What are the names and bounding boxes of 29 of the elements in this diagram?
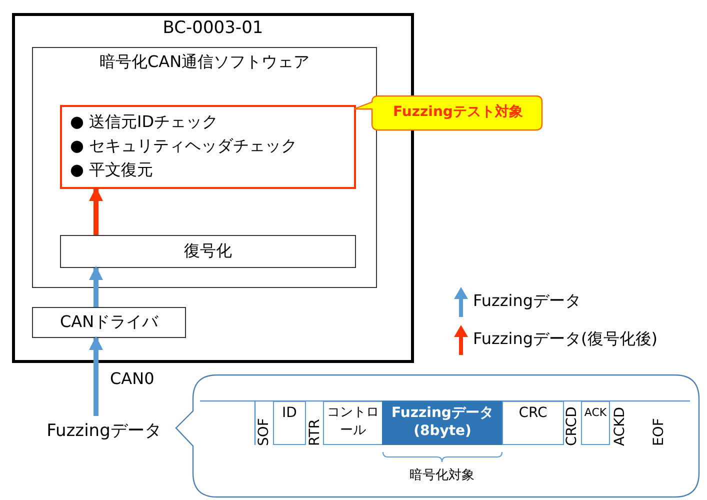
frame-field: ACK [581,401,610,445]
frame-field: CRC [502,401,564,445]
callout-text: Fuzzingテスト対象 [392,103,524,121]
arrow [89,336,103,416]
field-label: EOF [650,417,668,446]
driver-box: CANドライバ [32,307,186,338]
box-title: 暗号化CAN通信ソフトウェア [98,52,311,73]
list-item: ● セキュリティヘッダチェック [70,135,298,157]
box-title: BC-0003-01 [162,18,264,38]
callout-box [352,95,544,131]
arrow [89,266,103,307]
field-label: ACKD [611,406,629,446]
frame-field: ID [273,401,306,445]
software-box [32,47,377,288]
field-label: RTR [306,418,324,446]
field-label: CRCD [563,406,581,446]
arrow [89,187,103,235]
list-item: ● 送信元IDチェック [70,111,220,133]
list-item: ● 平文復元 [70,159,154,181]
input-label: Fuzzingデータ [38,416,170,444]
check-box [60,105,356,189]
field-label: SOF [255,417,273,446]
process-box: 復号化 [60,235,356,268]
data-field: Fuzzingデータ (8byte) [382,401,503,445]
frame-callout [175,374,701,498]
bracket-label: 暗号化対象 [408,467,476,484]
legend-text: Fuzzingデータ(復号化後) [473,329,658,350]
frame-field: コントロール [323,401,383,445]
legend-text: Fuzzingデータ [473,291,582,312]
